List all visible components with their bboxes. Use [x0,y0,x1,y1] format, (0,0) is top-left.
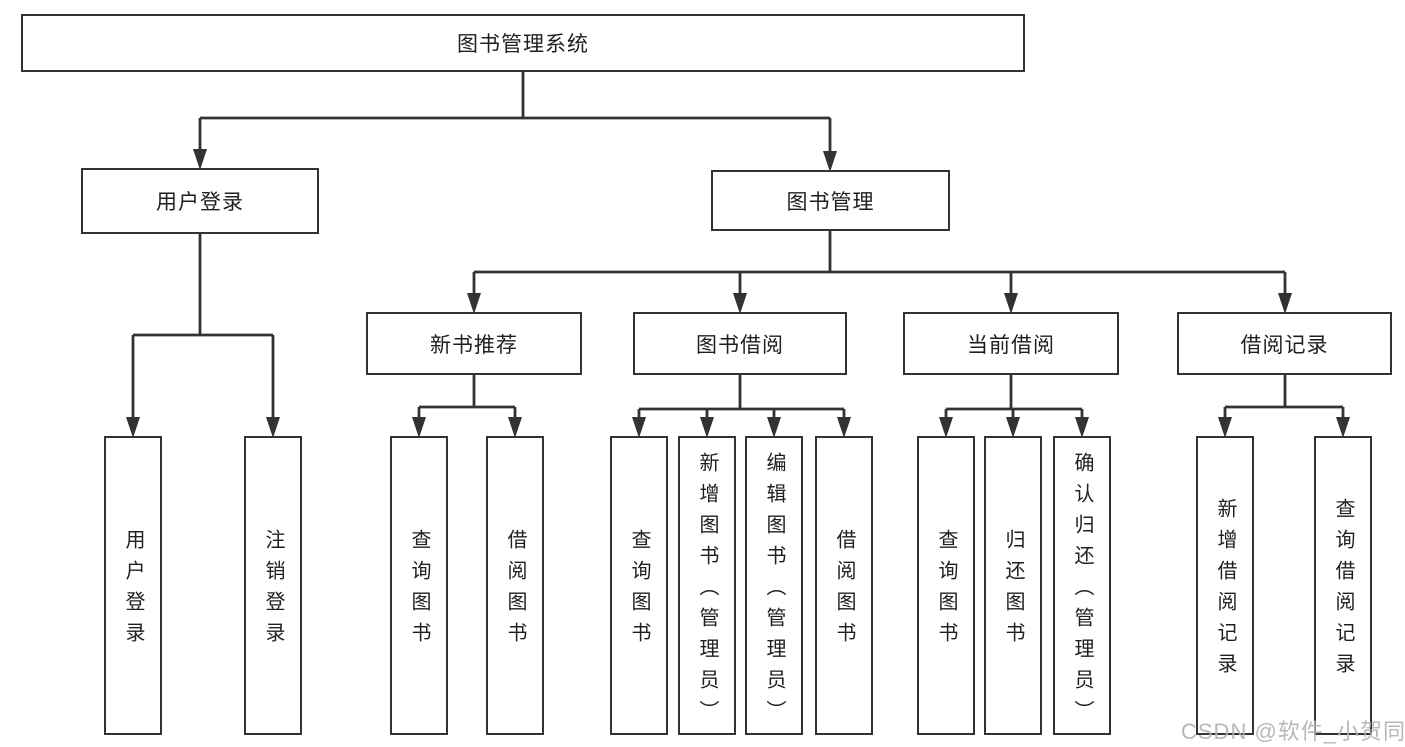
leaf-borrow-books-borrowing: 借阅图书 [815,436,873,735]
node-root-library-system: 图书管理系统 [21,14,1025,72]
leaf-query-books-borrowing-label: 查询图书 [628,529,650,653]
leaf-add-borrow-record: 新增借阅记录 [1196,436,1254,735]
arrowhead-icons [126,149,1350,438]
leaf-edit-books-admin: 编辑图书（管理员） [745,436,803,735]
node-current-borrowing: 当前借阅 [903,312,1119,375]
leaf-logout-label: 注销登录 [262,529,284,653]
leaf-add-books-admin: 新增图书（管理员） [678,436,736,735]
node-book-management: 图书管理 [711,170,950,231]
leaf-borrow-books-borrowing-label: 借阅图书 [833,529,855,653]
node-user-login-label: 用户登录 [156,191,244,214]
leaf-add-books-admin-label: 新增图书（管理员） [696,451,718,731]
leaf-user-login: 用户登录 [104,436,162,735]
node-book-borrowing-label: 图书借阅 [696,333,784,357]
node-borrowing-records-label: 借阅记录 [1240,333,1329,357]
node-book-borrowing: 图书借阅 [633,312,847,375]
leaf-return-books: 归还图书 [984,436,1042,735]
leaf-query-borrow-record: 查询借阅记录 [1314,436,1372,735]
csdn-watermark: CSDN @软件_小贺同学 [1181,719,1405,744]
node-current-borrowing-label: 当前借阅 [967,333,1055,357]
leaf-user-login-label: 用户登录 [122,529,144,653]
leaf-query-borrow-record-label: 查询借阅记录 [1332,498,1354,684]
leaf-borrow-books-recommend: 借阅图书 [486,436,544,735]
leaf-query-books-current: 查询图书 [917,436,975,735]
node-book-management-label: 图书管理 [786,190,875,214]
leaf-borrow-books-recommend-label: 借阅图书 [504,529,526,653]
node-user-login: 用户登录 [81,168,319,234]
node-new-book-recommend-label: 新书推荐 [430,333,518,357]
leaf-confirm-return-admin: 确认归还（管理员） [1053,436,1111,735]
leaf-logout: 注销登录 [244,436,302,735]
node-root-label: 图书管理系统 [457,33,589,56]
leaf-query-books-borrowing: 查询图书 [610,436,668,735]
node-new-book-recommend: 新书推荐 [366,312,582,375]
leaf-confirm-return-admin-label: 确认归还（管理员） [1071,451,1093,731]
leaf-query-books-current-label: 查询图书 [935,529,957,653]
leaf-query-books-recommend: 查询图书 [390,436,448,735]
node-borrowing-records: 借阅记录 [1177,312,1392,375]
leaf-edit-books-admin-label: 编辑图书（管理员） [763,451,785,731]
leaf-query-books-recommend-label: 查询图书 [408,529,430,653]
leaf-add-borrow-record-label: 新增借阅记录 [1214,498,1236,684]
leaf-return-books-label: 归还图书 [1002,529,1024,653]
